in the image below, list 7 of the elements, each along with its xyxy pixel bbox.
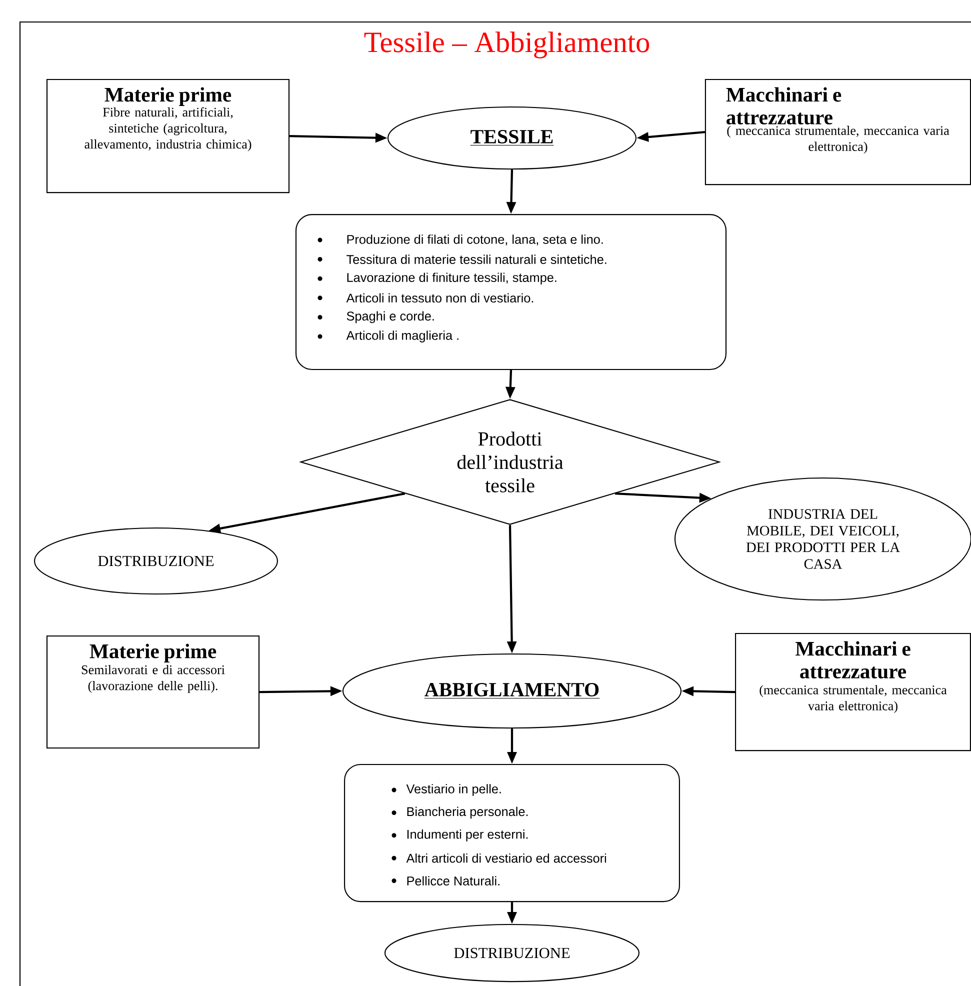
- source-box: Materie prime Semilavorati e di accessori (lavorazione delle pelli).: [46, 635, 260, 749]
- source-box: Materie prime Fibre naturali, artificiali, sintetiche (agricoltura, allevamento, industria chimica): [46, 78, 290, 194]
- title: Tessile – Abbigliamento: [364, 32, 650, 58]
- list-box: Vestiario in pelle. Biancheria personale. Indumenti per esterni. Altri articoli di vestiario ed accessori Pellicce Naturali.: [344, 764, 680, 902]
- source-box: Macchinari e attrezzature (meccanica strumentale, meccanica varia elettronica): [735, 632, 971, 752]
- source-box: Macchinari e attrezzature ( meccanica strumentale, meccanica varia elettronica): [704, 78, 971, 186]
- list-box: Produzione di filati di cotone, lana, seta e lino. Tessitura di materie tessili naturali e sintetiche. Lavorazione di finiture tessili, stampe. Articoli in tessuto non di vestiario. Spaghi e corde. Articoli di maglieria .: [295, 214, 727, 370]
